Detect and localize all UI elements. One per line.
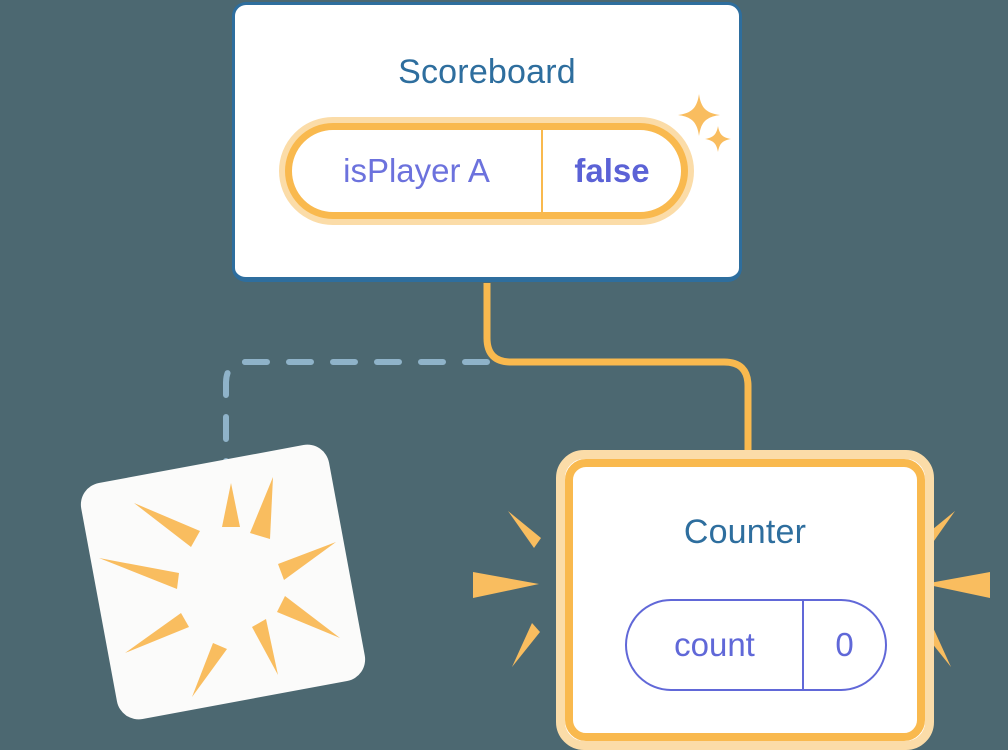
counter-state-value: 0	[835, 626, 854, 663]
counter-state-key: count	[627, 601, 804, 689]
counter-card[interactable]: Counter count 0	[556, 450, 934, 750]
sparkle-icon	[678, 94, 720, 136]
burst-ray	[473, 572, 539, 598]
connector-scoreboard-to-counter	[483, 283, 752, 462]
counter-state-pill[interactable]: count 0	[625, 599, 887, 691]
sparkle-icon	[705, 126, 731, 152]
scoreboard-state-value: false	[574, 152, 650, 189]
scoreboard-state-pill[interactable]: isPlayer A false	[279, 117, 694, 225]
blank-card[interactable]	[77, 441, 369, 723]
burst-ray	[512, 623, 540, 667]
counter-title: Counter	[683, 513, 807, 551]
scoreboard-state-key: isPlayer A	[292, 130, 543, 212]
scoreboard-title: Scoreboard	[398, 53, 576, 91]
scoreboard-card[interactable]: Scoreboard isPlayer A false	[232, 2, 742, 282]
burst-ray	[508, 511, 541, 548]
